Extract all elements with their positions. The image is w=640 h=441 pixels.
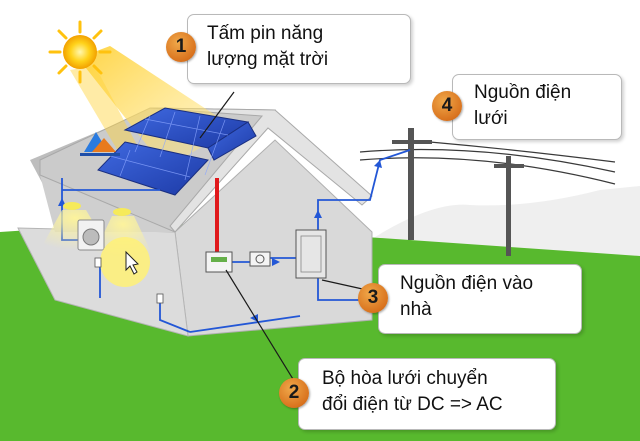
logo-icon bbox=[80, 132, 120, 156]
meter-icon bbox=[249, 251, 271, 267]
callout-line: Nguồn điện bbox=[474, 82, 572, 103]
outlet-icon bbox=[156, 293, 164, 304]
cursor-icon bbox=[125, 250, 140, 275]
callout-text: Nguồn điện vào nhà bbox=[400, 271, 533, 323]
solar-panel-icon bbox=[97, 107, 257, 196]
callout-text: Bộ hòa lưới chuyển đổi điện từ DC => AC bbox=[322, 366, 503, 418]
callout-solar-panel bbox=[187, 14, 411, 84]
callout-line: Tấm pin năng bbox=[207, 23, 324, 44]
callout-line: đổi điện từ DC => AC bbox=[322, 394, 503, 415]
utility-pole-icon bbox=[392, 128, 524, 256]
washing-machine-icon bbox=[77, 219, 105, 251]
callout-grid-power bbox=[452, 74, 622, 140]
callout-number-badge: 1 bbox=[166, 32, 196, 62]
callout-line: Bộ hòa lưới chuyển bbox=[322, 368, 488, 389]
callout-text: Nguồn điện lưới bbox=[474, 80, 571, 132]
callout-line: nhà bbox=[400, 299, 432, 320]
power-lines bbox=[359, 141, 616, 185]
callout-number-badge: 4 bbox=[432, 91, 462, 121]
callout-line: Nguồn điện vào bbox=[400, 273, 534, 294]
callout-number-badge: 2 bbox=[279, 378, 309, 408]
callout-inverter bbox=[298, 358, 556, 430]
breaker-box-icon bbox=[295, 229, 327, 279]
outlet-icon bbox=[94, 257, 102, 268]
callout-line: lưới bbox=[474, 108, 508, 129]
cursor-highlight bbox=[100, 237, 150, 287]
callout-line: lượng mặt trời bbox=[207, 49, 329, 70]
sun-icon bbox=[48, 20, 112, 84]
callout-house-power bbox=[378, 264, 582, 334]
roof-ridge bbox=[149, 107, 373, 233]
callout-text: Tấm pin năng lượng mặt trời bbox=[207, 21, 328, 73]
callout-number-badge: 3 bbox=[358, 283, 388, 313]
inverter-icon bbox=[205, 251, 233, 273]
